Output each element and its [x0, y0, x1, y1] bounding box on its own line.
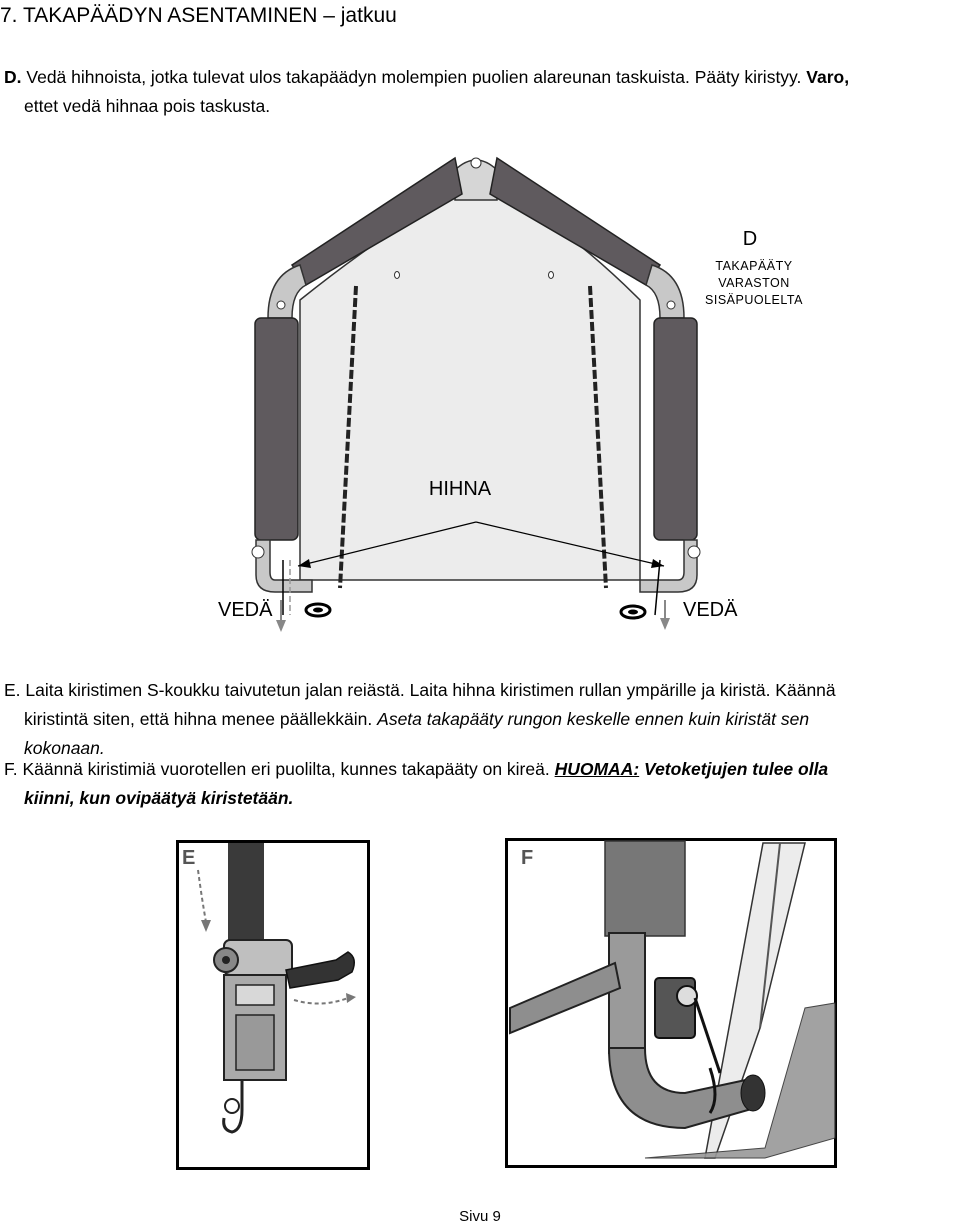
- bent-foot-pipe: [607, 1047, 756, 1130]
- cross-brace: [509, 961, 622, 1035]
- diagram-label-d: D: [743, 228, 757, 250]
- hook-f: [708, 1067, 717, 1114]
- diagram-caption-1: TAKAPÄÄTY: [715, 259, 792, 273]
- page-number: Sivu 9: [459, 1208, 501, 1225]
- left-strap-coil: [304, 602, 332, 618]
- diagram-caption-2: VARASTON: [718, 276, 790, 290]
- section-heading: 7. TAKAPÄÄDYN ASENTAMINEN – jatkuu: [0, 4, 397, 27]
- left-zipper: [338, 285, 358, 589]
- step-f-note-label: HUOMAA:: [554, 759, 640, 779]
- step-f-paragraph: F. Käännä kiristimiä vuorotellen eri puo…: [4, 755, 956, 813]
- step-e-line-3: kokonaan.: [24, 738, 105, 758]
- pull-arrow-right: [660, 618, 670, 630]
- pull-label-right: VEDÄ: [683, 599, 738, 621]
- right-elbow: [645, 264, 685, 319]
- step-e-line-2: kiristintä siten, että hihna menee pääll…: [24, 709, 373, 729]
- strap: [228, 843, 264, 953]
- figure-f: F: [505, 838, 837, 1168]
- step-d-text: Vedä hihnoista, jotka tulevat ulos takap…: [26, 67, 802, 87]
- strap-label: HIHNA: [429, 478, 492, 500]
- fabric-sleeve: [604, 840, 686, 937]
- top-bolt: [470, 157, 482, 169]
- step-d-warning-bold: Varo,: [806, 67, 850, 87]
- step-e-line-1: E. Laita kiristimen S-koukku taivutetun …: [4, 680, 836, 700]
- left-leg-cover: [254, 317, 299, 541]
- ratchet-handle: [285, 951, 355, 989]
- figure-f-label: F: [521, 847, 533, 869]
- rear-end-diagram: D TAKAPÄÄTY VARASTON SISÄPUOLELTA HIHNA …: [218, 156, 803, 632]
- pull-label-left: VEDÄ: [218, 599, 273, 621]
- left-foot: [255, 539, 313, 593]
- step-f-line-1: F. Käännä kiristimiä vuorotellen eri puo…: [4, 759, 550, 779]
- pull-arrow-left: [276, 620, 286, 632]
- step-f-note-text: Vetoketjujen tulee olla: [644, 759, 829, 779]
- s-hook: [222, 1080, 244, 1134]
- figure-e: E: [176, 840, 370, 1170]
- figure-e-label: E: [182, 847, 195, 869]
- step-d-marker: D.: [4, 67, 22, 87]
- right-foot: [639, 539, 698, 593]
- pipe-end: [740, 1074, 766, 1112]
- step-e-line-2-italic: Aseta takapääty rungon keskelle ennen ku…: [377, 709, 810, 729]
- step-d-warning-rest: ettet vedä hihnaa pois taskusta.: [24, 96, 271, 116]
- step-d-paragraph: D. Vedä hihnoista, jotka tulevat ulos ta…: [4, 63, 956, 121]
- right-strap-coil: [619, 604, 647, 620]
- diagram-caption-3: SISÄPUOLELTA: [705, 293, 803, 307]
- step-f-line-2: kiinni, kun ovipäätyä kiristetään.: [24, 788, 294, 808]
- vertical-pipe: [608, 932, 646, 1054]
- strap-pointer-right: [475, 521, 665, 567]
- strap-pointer-left: [297, 521, 477, 567]
- right-zipper: [588, 285, 608, 589]
- right-leg-cover: [653, 317, 698, 541]
- step-e-paragraph: E. Laita kiristimen S-koukku taivutetun …: [4, 676, 956, 763]
